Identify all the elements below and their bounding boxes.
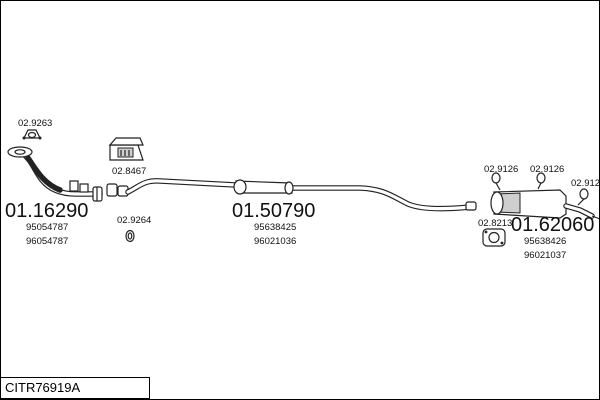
ring-mount-drawing bbox=[125, 229, 135, 243]
front-pipe-number: 01.16290 bbox=[5, 200, 88, 222]
rear-clamp-code: 02.8213 bbox=[478, 218, 512, 229]
middle-pipe-ref-2: 96021036 bbox=[254, 236, 296, 247]
hanger-3-code: 02.9126 bbox=[571, 178, 600, 189]
middle-pipe-ref-1: 95638425 bbox=[254, 222, 296, 233]
front-pipe-ref-1: 95054787 bbox=[26, 222, 68, 233]
rear-silencer-drawing bbox=[490, 189, 600, 220]
front-pipe-ref-2: 96054787 bbox=[26, 236, 68, 247]
hanger-2-drawing bbox=[536, 172, 546, 190]
gasket-front-drawing bbox=[22, 129, 42, 140]
hanger-1-drawing bbox=[491, 172, 501, 191]
mount-bracket-code: 02.8467 bbox=[112, 166, 146, 177]
middle-pipe-number: 01.50790 bbox=[232, 200, 315, 222]
diagram-code-box: CITR76919A bbox=[0, 377, 150, 399]
hanger-2-code: 02.9126 bbox=[530, 164, 564, 175]
front-clamp-drawing bbox=[106, 183, 129, 197]
gasket-front-code: 02.9263 bbox=[18, 118, 52, 129]
rear-silencer-number: 01.62060 bbox=[511, 214, 594, 236]
rear-silencer-ref-2: 96021037 bbox=[524, 250, 566, 261]
ring-mount-code: 02.9264 bbox=[117, 215, 151, 226]
rear-clamp-drawing bbox=[482, 228, 506, 247]
hanger-3-drawing bbox=[577, 188, 589, 206]
hanger-1-code: 02.9126 bbox=[484, 164, 518, 175]
front-pipe-drawing bbox=[7, 146, 103, 202]
diagram-code: CITR76919A bbox=[5, 380, 81, 395]
mount-bracket-drawing bbox=[108, 137, 144, 161]
rear-silencer-ref-1: 95638426 bbox=[524, 236, 566, 247]
middle-pipe-drawing bbox=[125, 178, 477, 212]
